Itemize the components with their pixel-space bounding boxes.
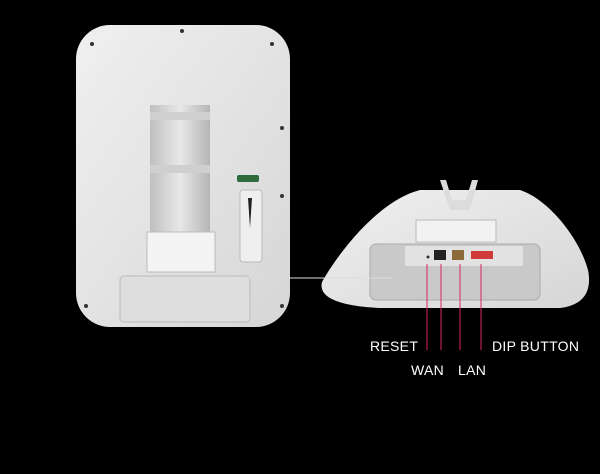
bracket-rib: [150, 165, 210, 173]
led-panel: [239, 189, 263, 263]
lan-port: [452, 250, 464, 260]
device-back-view: [76, 25, 290, 327]
bracket-rib: [150, 112, 210, 120]
screw-hole: [280, 126, 284, 130]
screw-hole: [280, 304, 284, 308]
screw-hole: [90, 42, 94, 46]
lan-label: LAN: [458, 362, 487, 378]
screw-hole: [180, 29, 184, 33]
level-indicator: [237, 175, 259, 182]
label-plate: [146, 231, 216, 273]
dip-button-label: DIP BUTTON: [492, 338, 580, 354]
screw-hole: [270, 42, 274, 46]
screw-hole: [84, 304, 88, 308]
reset-label: RESET: [370, 338, 419, 354]
dip-switch: [471, 251, 493, 259]
reset-hole: [426, 255, 430, 259]
bottom-cover: [119, 275, 251, 323]
screw-hole: [280, 194, 284, 198]
device-bottom-view: [321, 180, 590, 308]
wan-label: WAN: [411, 362, 445, 378]
signal-strength-icon: [248, 198, 252, 228]
wan-port: [434, 250, 446, 260]
label-plate: [415, 219, 497, 243]
mount-clip: [440, 180, 478, 210]
